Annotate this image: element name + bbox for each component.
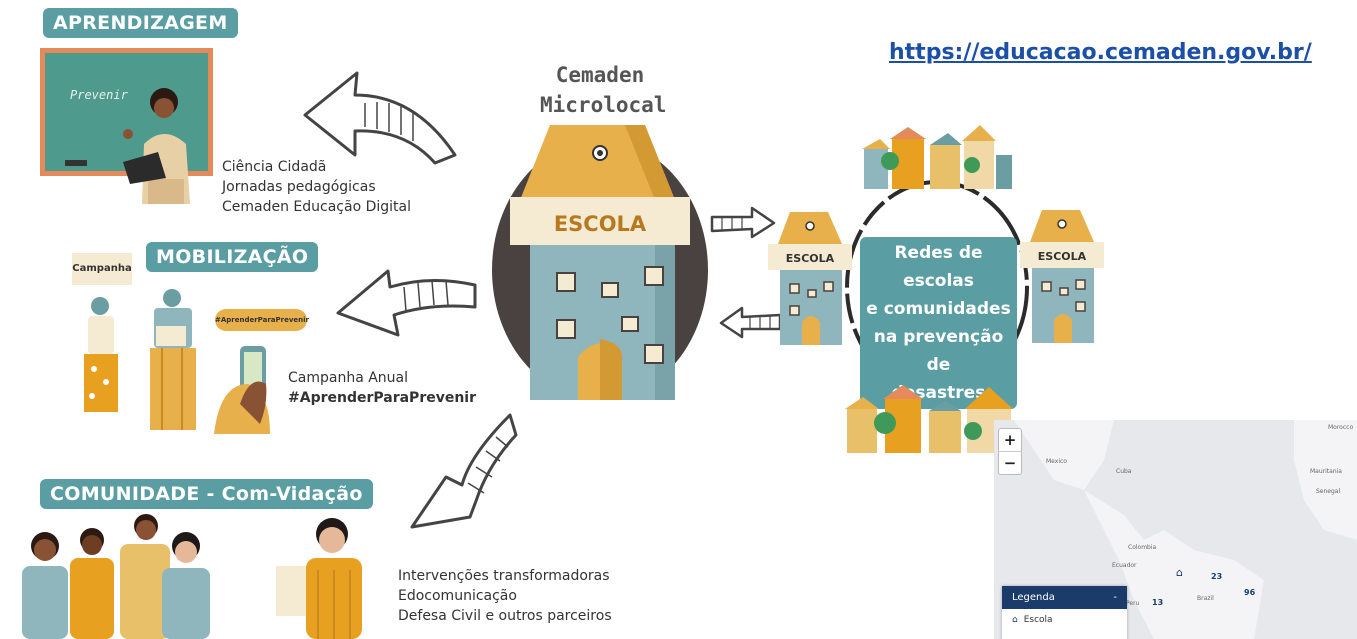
website-link[interactable]: https://educacao.cemaden.gov.br/ [889,40,1312,65]
map-zoom-controls: + − [998,428,1022,475]
map-legend-header[interactable]: Legenda - [1002,586,1127,609]
aprendizagem-list: Ciência Cidadã Jornadas pedagógicas Cema… [222,157,411,217]
map-legend-row: ⌂ Escola [1002,609,1127,631]
network-school-right-sign: ESCOLA [1037,250,1087,263]
map-label: Brazil [1197,595,1214,602]
central-school-illustration [492,125,708,400]
network-school-right-illustration [1020,210,1104,343]
arrow-to-aprendizagem-icon [303,71,457,165]
map-label: Colombia [1128,544,1157,551]
map-cluster-count[interactable]: 96 [1244,588,1256,597]
central-school-sign: ESCOLA [553,212,647,236]
community-people-illustration [22,514,362,639]
arrow-to-network-icon [710,206,776,239]
map-legend-title: Legenda [1012,592,1055,603]
chalkboard-illustration [40,48,213,176]
mobilizacao-line2: #AprenderParaPrevenir [288,390,477,406]
network-label-line: e comunidades [866,299,1011,319]
comunidade-item: Edocomunicação [398,588,517,604]
aprendizagem-item: Jornadas pedagógicas [222,179,376,195]
mobilizacao-badge: MOBILIZAÇÃO [146,242,319,272]
comunidade-item: Intervenções transformadoras [398,568,610,584]
map-zoom-out-button[interactable]: − [999,451,1021,474]
map-label: Morocco [1328,424,1354,431]
map-cluster-count[interactable]: 23 [1211,572,1223,581]
map-zoom-in-button[interactable]: + [1003,431,1017,449]
comunidade-list: Intervenções transformadoras Edocomunica… [398,566,612,626]
network-school-left-illustration [768,212,852,345]
network-label-line: na prevenção de [873,327,1004,375]
center-title-line1: Cemaden [555,63,645,87]
map-legend-item: Escola [1023,615,1053,625]
map-label: Mexico [1046,458,1067,465]
school-legend-icon: ⌂ [1012,615,1018,625]
chalkboard-text: Prevenir [70,88,128,102]
houses-top-illustration [862,125,1012,189]
comunidade-item: Defesa Civil e outros parceiros [398,608,612,624]
arrow-from-network-icon [719,306,782,339]
aprendizagem-badge: APRENDIZAGEM [43,8,238,38]
center-title: Cemaden Microlocal [540,60,667,120]
comunidade-badge: COMUNIDADE - Com-Vidação [40,479,373,509]
map-label: Ecuador [1112,562,1137,569]
network-label: Redes de escolas e comunidades na preven… [860,237,1017,409]
campanha-sign: Campanha [72,253,132,285]
map-legend-toggle[interactable]: - [1113,592,1117,603]
hashtag-bubble-text: #AprenderParaPrevenir [215,316,310,324]
arrow-to-comunidade-icon [410,413,518,529]
arrow-to-mobilizacao-icon [336,269,477,337]
map-label: Peru [1126,600,1140,607]
map-widget[interactable]: + − Mexico Cuba Colombia Ecuador Peru Br… [994,420,1357,639]
mobilizacao-line1: Campanha Anual [288,370,409,386]
map-cluster-count[interactable]: 13 [1152,598,1164,607]
aprendizagem-item: Cemaden Educação Digital [222,199,412,215]
aprendizagem-item: Ciência Cidadã [222,159,327,175]
map-label: Mauritania [1310,468,1342,475]
teacher-illustration [123,88,190,204]
network-school-left-sign: ESCOLA [785,252,835,265]
network-label-line: Redes de escolas [894,243,983,291]
mobilizacao-list: Campanha Anual #AprenderParaPrevenir [288,368,476,408]
center-title-line2: Microlocal [540,93,667,117]
hashtag-bubble: #AprenderParaPrevenir [215,309,310,331]
map-land-shapes [1014,420,1357,639]
map-school-marker-icon[interactable]: ⌂ [1176,566,1183,579]
campanha-sign-text: Campanha [72,263,132,274]
map-legend: Legenda - ⌂ Escola [1002,586,1127,639]
map-label: Cuba [1116,468,1132,475]
campaign-people-illustration [84,289,270,434]
map-label: Senegal [1316,488,1341,495]
